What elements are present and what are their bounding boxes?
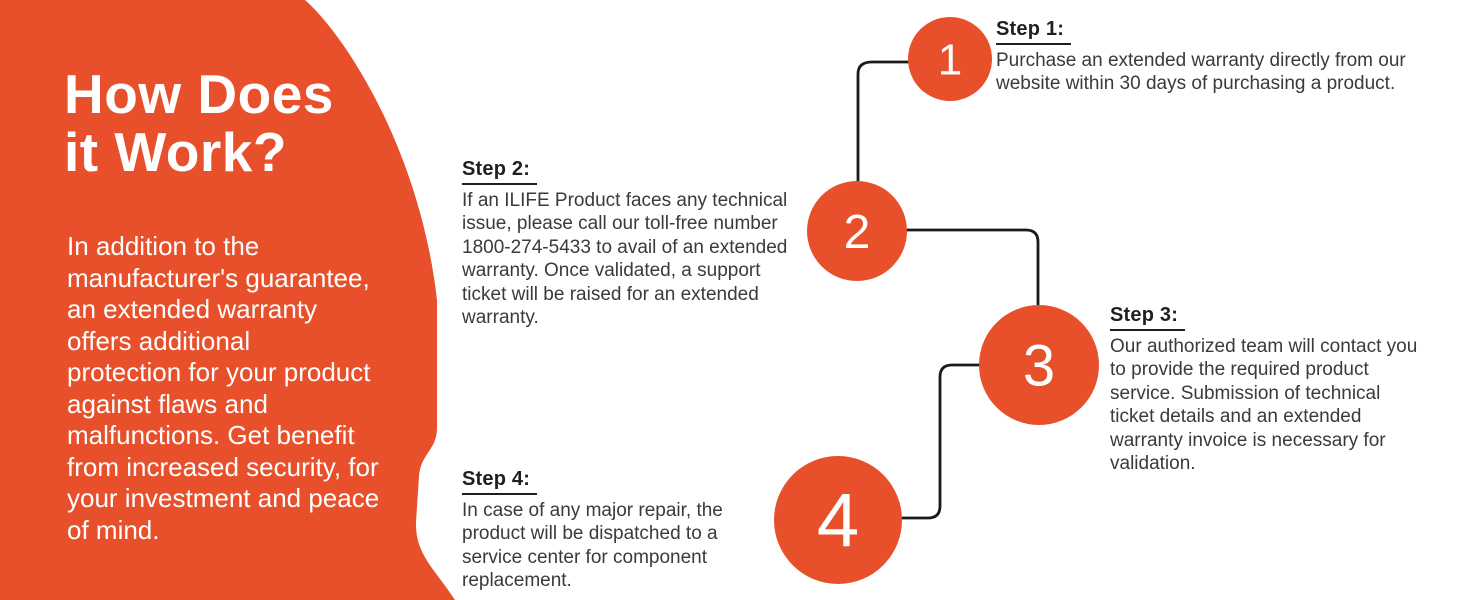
step1-block: Step 1: Purchase an extended warranty di…	[996, 18, 1436, 96]
step2-description: If an ILIFE Product faces any technical …	[462, 190, 788, 329]
connector-step3-step4	[838, 363, 1040, 520]
step2-heading: Step 2:	[462, 158, 538, 185]
step3-heading: Step 3:	[1110, 304, 1186, 331]
step3-block: Step 3: Our authorized team will contact…	[1110, 304, 1418, 475]
step1-circle	[908, 17, 992, 101]
step1-description: Purchase an extended warranty directly f…	[996, 50, 1406, 95]
blob-shape	[0, 0, 455, 600]
connector-step2-step3	[857, 228, 1040, 365]
page-title: How Does it Work?	[64, 63, 334, 183]
step3-number: 3	[1023, 333, 1055, 398]
step1-number: 1	[938, 35, 962, 84]
step4-number: 4	[817, 479, 859, 564]
step2-block: Step 2: If an ILIFE Product faces any te…	[462, 158, 806, 329]
step4-block: Step 4: In case of any major repair, the…	[462, 468, 764, 593]
left-panel-blob	[0, 0, 455, 600]
step2-circle	[807, 181, 907, 281]
step4-description: In case of any major repair, the product…	[462, 500, 723, 592]
step4-heading: Step 4:	[462, 468, 538, 495]
step1-heading: Step 1:	[996, 18, 1072, 45]
step2-number: 2	[844, 206, 871, 259]
step3-circle	[979, 305, 1099, 425]
step4-circle	[774, 456, 902, 584]
step3-description: Our authorized team will contact you to …	[1110, 336, 1418, 475]
intro-paragraph: In addition to the manufacturer's guaran…	[67, 231, 380, 545]
connector-step1-step2	[856, 60, 950, 231]
